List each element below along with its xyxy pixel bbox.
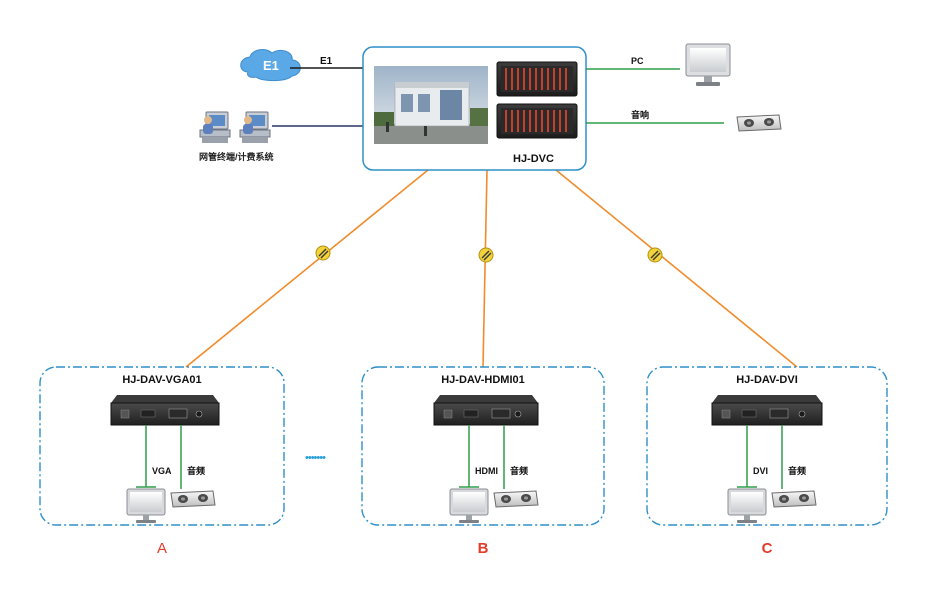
monitor-icon [685, 43, 731, 86]
center-outputs: PC 音响 [586, 43, 782, 132]
splice-icon [478, 247, 494, 263]
video-label: VGA [152, 466, 172, 476]
rack-chassis [496, 61, 578, 97]
rack-chassis [496, 103, 578, 139]
site-box [646, 366, 888, 526]
site-c: HJ-DAV-DVI DVI 音频 C [646, 366, 888, 557]
converter-device [433, 402, 539, 426]
site-letter: C [762, 540, 773, 557]
nms-terminals: 网管终端/计费系统 [199, 111, 363, 162]
video-label: HDMI [475, 466, 498, 476]
converter-device [110, 402, 220, 426]
audio-label: 音响 [631, 109, 649, 120]
fiber-port-icon [741, 409, 757, 418]
monitor-icon [126, 488, 166, 524]
converter-device [711, 402, 823, 426]
monitor-icon [727, 488, 767, 524]
power-port-icon [721, 409, 731, 419]
e1-link-label: E1 [320, 56, 333, 67]
e1-cloud-label: E1 [263, 58, 279, 73]
fiber-link-a [185, 169, 429, 368]
monitor-icon [449, 488, 489, 524]
building-photo [374, 66, 488, 144]
power-port-icon [120, 409, 130, 419]
site-model-label: HJ-DAV-DVI [736, 374, 798, 386]
fiber-port-icon [463, 409, 479, 418]
video-port-icon [491, 408, 511, 419]
site-box [39, 366, 285, 526]
audio-label: 音频 [788, 465, 806, 476]
splice-icon [315, 245, 331, 261]
site-letter: A [157, 540, 167, 557]
computer-icon [239, 111, 271, 143]
video-label: DVI [753, 466, 768, 476]
audio-label: 音频 [187, 465, 205, 476]
site-box [361, 366, 605, 526]
pc-label: PC [631, 56, 644, 66]
power-port-icon [443, 409, 453, 419]
site-model-label: HJ-DAV-HDMI01 [441, 374, 525, 386]
central-model-label: HJ-DVC [513, 153, 554, 165]
speaker-icon [771, 490, 817, 508]
fiber-link-b [482, 169, 488, 368]
device-top [434, 395, 538, 403]
device-top [111, 395, 219, 403]
speaker-icon [493, 490, 539, 508]
speaker-icon [736, 114, 782, 132]
splice-icon [647, 247, 663, 263]
speaker-icon [170, 490, 216, 508]
audio-label: 音频 [510, 465, 528, 476]
e1-network: E1 E1 [240, 49, 363, 82]
audio-port-icon [195, 410, 203, 418]
site-letter: B [478, 540, 489, 557]
computer-icon [199, 111, 231, 143]
fiber-links [185, 169, 798, 368]
video-port-icon [769, 408, 789, 419]
cloud-icon [240, 49, 301, 82]
site-model-label: HJ-DAV-VGA01 [122, 374, 201, 386]
audio-port-icon [514, 410, 522, 418]
nms-label: 网管终端/计费系统 [199, 151, 274, 162]
device-top [712, 395, 822, 403]
more-sites-ellipsis: ••••••• [305, 452, 326, 464]
central-node: HJ-DVC [362, 46, 587, 171]
fiber-port-icon [140, 409, 156, 418]
fiber-link-c [555, 169, 798, 368]
audio-port-icon [798, 410, 806, 418]
video-port-icon [168, 408, 188, 419]
